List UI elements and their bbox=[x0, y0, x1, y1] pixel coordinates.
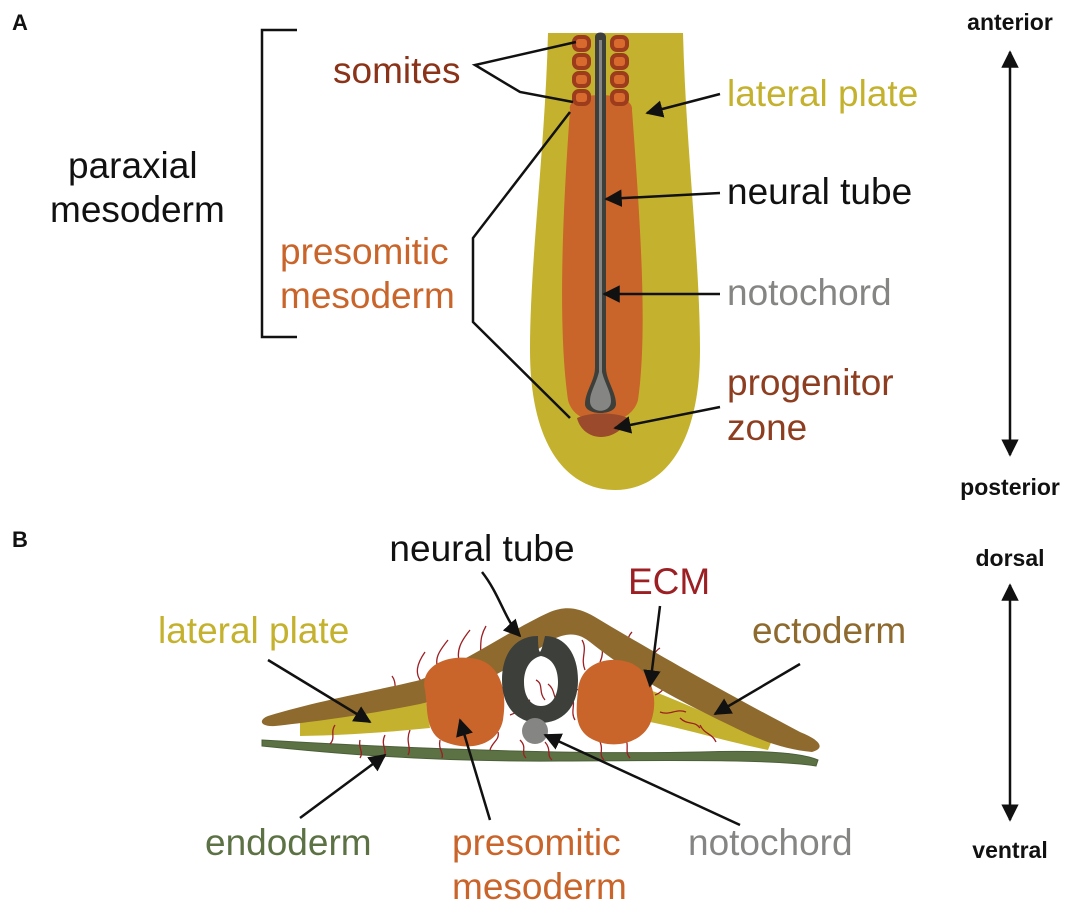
progenitor-label-line2: zone bbox=[727, 407, 807, 448]
lateral-plate-label-a: lateral plate bbox=[727, 73, 918, 114]
endoderm-arrow bbox=[300, 755, 385, 818]
paraxial-label-line1: paraxial bbox=[68, 145, 198, 186]
ventral-label: ventral bbox=[972, 837, 1047, 863]
panel-b-label: B bbox=[12, 527, 28, 552]
notochord-section bbox=[522, 718, 548, 744]
paraxial-label-line2: mesoderm bbox=[50, 189, 225, 230]
lateral-plate-label-b: lateral plate bbox=[158, 610, 349, 651]
somite bbox=[574, 55, 589, 68]
endoderm-layer bbox=[262, 740, 818, 766]
somite bbox=[612, 55, 627, 68]
somite bbox=[574, 73, 589, 86]
neural-tube-label-b: neural tube bbox=[389, 528, 574, 569]
dorsal-label: dorsal bbox=[975, 545, 1044, 571]
progenitor-label-line1: progenitor bbox=[727, 362, 894, 403]
presomitic-mesoderm-right-section bbox=[577, 660, 655, 745]
posterior-label: posterior bbox=[960, 474, 1060, 500]
ectoderm-label: ectoderm bbox=[752, 610, 906, 651]
ectoderm-arrow bbox=[715, 664, 800, 714]
somites-label: somites bbox=[333, 50, 460, 91]
somite bbox=[612, 91, 627, 104]
neural-tube-label-a: neural tube bbox=[727, 171, 912, 212]
neural-tube-arrow-b bbox=[482, 572, 520, 636]
somite bbox=[612, 37, 627, 50]
presomitic-label-b-line2: mesoderm bbox=[452, 866, 627, 907]
notochord-label-a: notochord bbox=[727, 272, 892, 313]
notochord-label-b: notochord bbox=[688, 822, 853, 863]
presomitic-label-line1: presomitic bbox=[280, 231, 449, 272]
anterior-label: anterior bbox=[967, 9, 1053, 35]
somite bbox=[574, 37, 589, 50]
somite bbox=[574, 91, 589, 104]
neural-tube-section bbox=[502, 636, 578, 723]
endoderm-label: endoderm bbox=[205, 822, 372, 863]
notochord-arrow-b bbox=[545, 735, 740, 825]
ecm-label: ECM bbox=[628, 561, 710, 602]
somite bbox=[612, 73, 627, 86]
panel-a-label: A bbox=[12, 10, 28, 35]
presomitic-label-line2: mesoderm bbox=[280, 275, 455, 316]
presomitic-label-b-line1: presomitic bbox=[452, 822, 621, 863]
